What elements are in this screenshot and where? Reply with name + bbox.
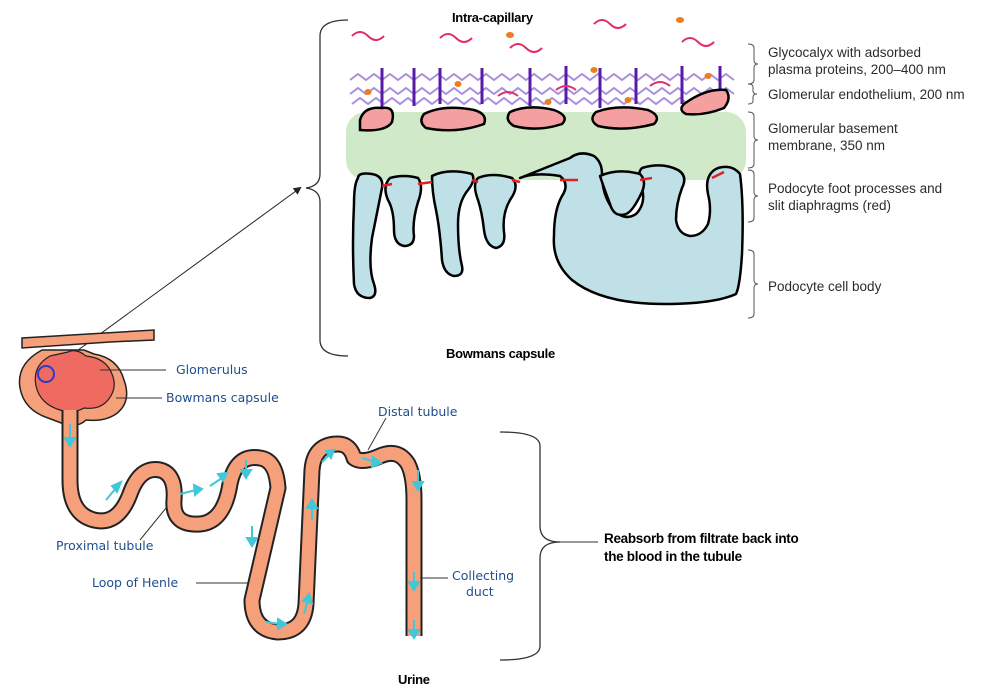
loop-of-henle-label: Loop of Henle	[92, 575, 178, 591]
bowmans-capsule-inset-label: Bowmans capsule	[446, 346, 555, 361]
glomerulus-label: Glomerulus	[176, 362, 248, 378]
podocyte-body-label: Podocyte cell body	[768, 278, 881, 295]
plasma-proteins	[352, 20, 714, 96]
bowmans-capsule-label: Bowmans capsule	[166, 390, 279, 406]
reabsorb-brace	[500, 432, 560, 660]
collecting-duct-label: Collecting duct	[452, 568, 514, 600]
urine-label: Urine	[398, 672, 430, 687]
intra-capillary-label: Intra-capillary	[452, 10, 533, 25]
distal-tubule-label: Distal tubule	[378, 404, 457, 420]
basement-membrane-label: Glomerular basement membrane, 350 nm	[768, 120, 898, 154]
inset-brace	[306, 20, 348, 356]
endothelium-label: Glomerular endothelium, 200 nm	[768, 86, 965, 103]
foot-processes-label: Podocyte foot processes and slit diaphra…	[768, 180, 942, 214]
glycocalyx-label: Glycocalyx with adsorbed plasma proteins…	[768, 44, 946, 78]
layer-braces	[748, 44, 758, 318]
reabsorb-note: Reabsorb from filtrate back into the blo…	[604, 530, 798, 566]
proximal-tubule-label: Proximal tubule	[56, 538, 153, 554]
glycocalyx	[350, 74, 734, 104]
